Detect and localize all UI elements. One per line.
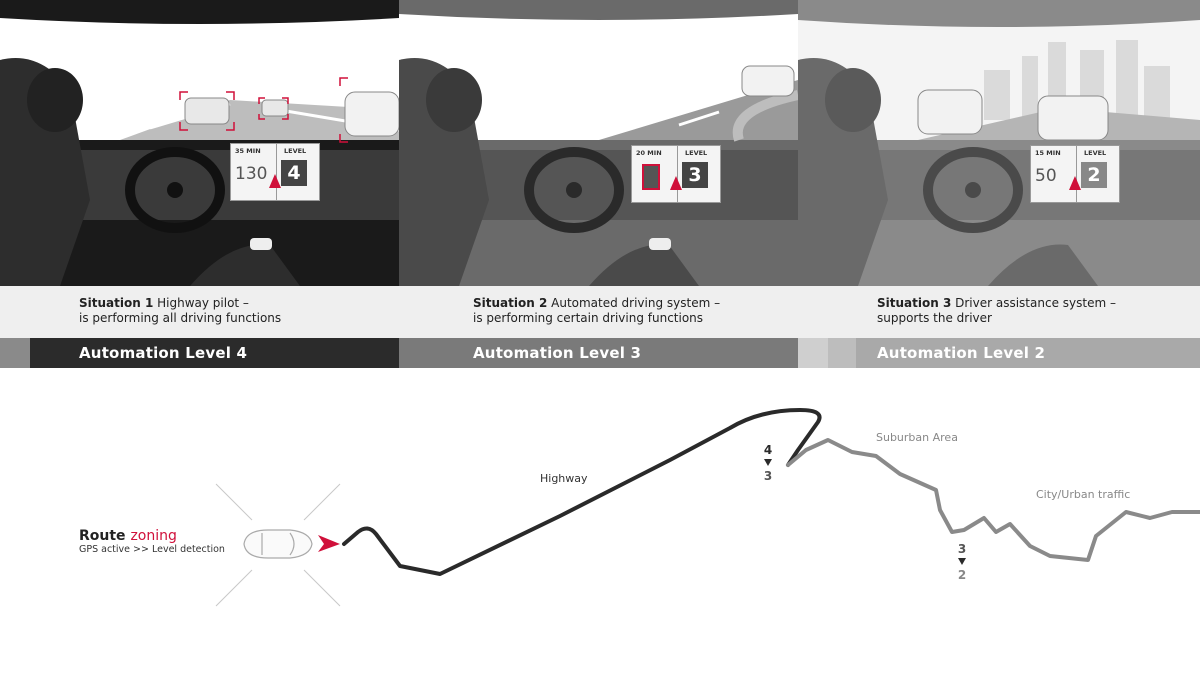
hud-level-value: 3	[682, 162, 708, 188]
transition-4-3-from: 4	[763, 443, 773, 457]
hud-speed: 50	[1035, 166, 1057, 186]
situation-panels: 35 MIN LEVEL 130 4 20 MIN LEVEL	[0, 0, 1200, 368]
situation-desc-line2: is performing certain driving functions	[473, 311, 704, 325]
illustration-level-4	[0, 0, 399, 286]
caption-situation-3: Situation 3 Driver assistance system – s…	[877, 296, 1116, 326]
situation-desc-line1: Driver assistance system –	[955, 296, 1116, 310]
navigation-arrow-icon	[670, 176, 682, 190]
hud-divider	[677, 146, 678, 202]
illustration-level-3	[399, 0, 798, 286]
hud-divider	[276, 144, 277, 200]
route-zoning-title: Route zoning	[79, 528, 177, 544]
navigation-arrow-icon	[1069, 176, 1081, 190]
caption-band	[0, 286, 1200, 338]
route-segment-suburban-city	[786, 438, 1200, 562]
hud-display: 35 MIN LEVEL 130 4	[230, 143, 320, 201]
transition-3-2-from: 3	[957, 542, 967, 556]
level-bar-4: Automation Level 4	[0, 338, 399, 368]
route-title-prefix: Route	[79, 528, 126, 544]
road-merge-icon	[642, 164, 660, 190]
route-zoning-subtitle: GPS active >> Level detection	[79, 544, 225, 555]
level-bar-3: Automation Level 3	[399, 338, 798, 368]
transition-4-3-arrow-icon	[764, 459, 772, 466]
hud-eta: 15 MIN	[1035, 149, 1061, 157]
transition-4-3-to: 3	[763, 469, 773, 483]
illustration-level-2	[798, 0, 1200, 286]
situation-title: Situation 2	[473, 296, 548, 310]
level-3-label: Automation Level 3	[473, 344, 642, 362]
hud-level-value: 2	[1081, 162, 1107, 188]
hud-eta: 20 MIN	[636, 149, 662, 157]
situation-desc-line2: supports the driver	[877, 311, 992, 325]
situation-desc-line1: Highway pilot –	[157, 296, 249, 310]
hud-level-label: LEVEL	[685, 149, 708, 157]
hud-display: 15 MIN LEVEL 50 2	[1030, 145, 1120, 203]
transition-3-2-arrow-icon	[958, 558, 966, 565]
level-bar-2: Automation Level 2	[798, 338, 1200, 368]
hud-eta: 35 MIN	[235, 147, 261, 155]
hud-level-label: LEVEL	[284, 147, 307, 155]
caption-situation-1: Situation 1 Highway pilot – is performin…	[79, 296, 281, 326]
sensor-rays	[215, 483, 341, 607]
route-segment-highway	[342, 408, 822, 576]
caption-situation-2: Situation 2 Automated driving system – i…	[473, 296, 720, 326]
level-2-label: Automation Level 2	[877, 344, 1046, 362]
situation-title: Situation 3	[877, 296, 952, 310]
level-4-label: Automation Level 4	[79, 344, 248, 362]
hud-level-label: LEVEL	[1084, 149, 1107, 157]
panel-level-2: 15 MIN LEVEL 50 2	[798, 0, 1200, 368]
route-map	[215, 408, 1200, 607]
car-topview-icon	[243, 529, 313, 559]
hud-display: 20 MIN LEVEL 3	[631, 145, 721, 203]
panel-level-4: 35 MIN LEVEL 130 4	[0, 0, 399, 368]
situation-desc-line2: is performing all driving functions	[79, 311, 282, 325]
hud-divider	[1076, 146, 1077, 202]
vehicle-direction-arrow-icon	[318, 535, 340, 552]
label-city: City/Urban traffic	[1036, 488, 1131, 501]
hud-speed: 130	[235, 164, 268, 184]
navigation-arrow-icon	[269, 174, 281, 188]
panel-level-3: 20 MIN LEVEL 3	[399, 0, 798, 368]
situation-title: Situation 1	[79, 296, 154, 310]
situation-desc-line1: Automated driving system –	[551, 296, 721, 310]
route-title-accent: zoning	[130, 528, 177, 544]
transition-3-2-to: 2	[957, 568, 967, 582]
label-suburban: Suburban Area	[876, 431, 958, 444]
hud-level-value: 4	[281, 160, 307, 186]
label-highway: Highway	[540, 472, 588, 485]
